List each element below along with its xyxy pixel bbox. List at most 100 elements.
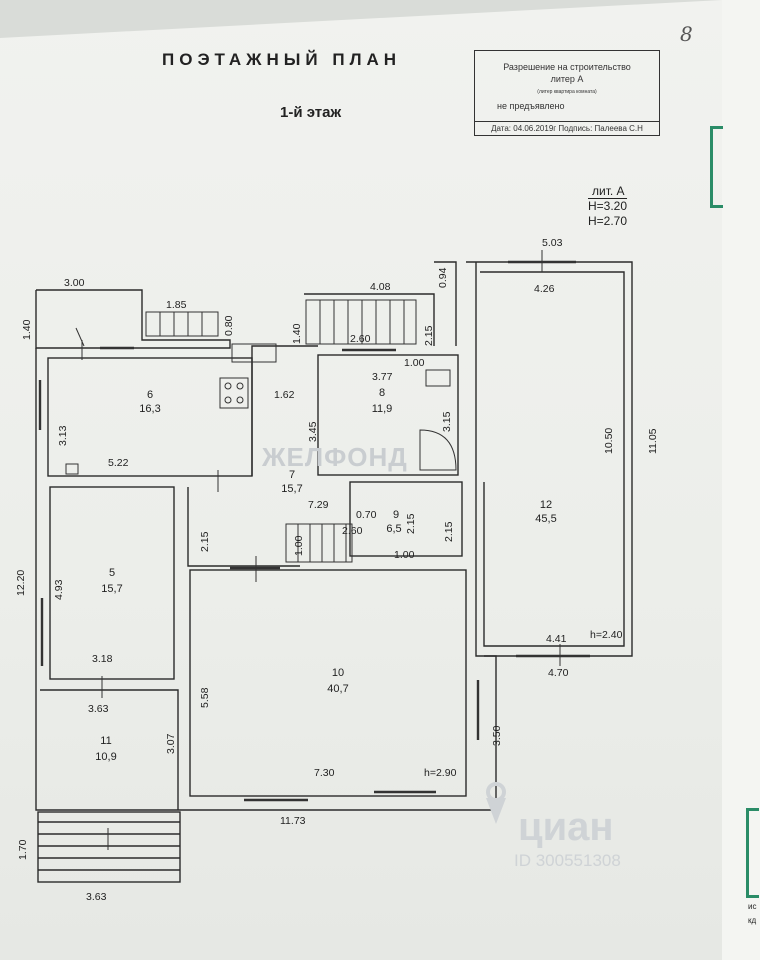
dim-4-08: 4.08 (370, 281, 391, 293)
dim-3-63b: 3.63 (86, 891, 107, 903)
dim-1-00c: 1.00 (394, 549, 415, 561)
room-6-outline (47, 357, 253, 477)
room-9-area: 6,5 (386, 523, 401, 535)
vestibule-outline (434, 261, 457, 346)
burner-icon (236, 396, 244, 404)
dim-2-15c: 2.15 (405, 513, 417, 534)
burner-icon (224, 382, 232, 390)
room-10-outline (189, 569, 467, 797)
shower-icon (419, 429, 457, 471)
dim-0-80: 0.80 (223, 315, 235, 336)
room-12-number: 12 (540, 499, 552, 511)
room-11-number: 11 (100, 735, 111, 747)
room-10-area: 40,7 (327, 683, 348, 695)
room-9-outline (349, 481, 463, 557)
stamp-line3: не предъявлено (497, 101, 565, 111)
watermarks: ЖЕЛФОНД циан ID 300551308 (261, 442, 621, 870)
dim-1-40b: 1.40 (291, 323, 303, 344)
stamp-small: (литер квартира комната) (537, 89, 597, 95)
dim-2-60a: 2.60 (350, 333, 371, 345)
height-block: лит. А Н=3.20 Н=2.70 (588, 184, 627, 229)
watermark-id: ID 300551308 (514, 851, 621, 870)
room-7-area: 15,7 (281, 483, 302, 495)
dim-5-22: 5.22 (108, 457, 129, 469)
dim-5-03: 5.03 (542, 237, 563, 249)
dim-4-93: 4.93 (53, 579, 65, 600)
stamp-line2: литер А (550, 74, 584, 84)
stairs (107, 299, 417, 850)
height-2: Н=2.70 (588, 214, 628, 228)
dimension-labels: 3.00 1.85 1.40 0.80 4.08 0.94 5.03 4.26 … (15, 237, 659, 903)
watermark-cian: циан (518, 805, 614, 849)
dim-3-50: 3.50 (491, 725, 503, 746)
windows (38, 260, 590, 802)
porch-stair (145, 311, 219, 337)
dim-10-50: 10.50 (603, 428, 615, 454)
bracket-bottom (746, 808, 759, 898)
outer-left-wall (35, 348, 180, 811)
outer-bottom-wall (180, 655, 497, 811)
dim-11-05: 11.05 (647, 428, 659, 454)
room-labels: 6 16,3 7 15,7 8 11,9 9 6,5 5 15,7 10 40,… (95, 387, 556, 763)
dim-2-15b: 2.15 (199, 531, 211, 552)
dim-0-94: 0.94 (437, 267, 449, 288)
room-6-area: 16,3 (139, 403, 160, 415)
dim-3-00: 3.00 (64, 277, 85, 289)
stamp-lines: Разрешение на строительство литер А (475, 61, 659, 85)
dim-4-70: 4.70 (548, 667, 569, 679)
room-5-area: 15,7 (101, 583, 122, 595)
boiler-icon (231, 343, 277, 363)
height-1: Н=3.20 (588, 199, 628, 213)
room-7-number: 7 (289, 469, 295, 481)
room-10-number: 10 (332, 667, 344, 679)
tick-marks (75, 250, 561, 698)
dim-0-70: 0.70 (356, 509, 377, 521)
room-8-area: 11,9 (372, 403, 393, 415)
dim-3-13: 3.13 (57, 425, 69, 446)
dim-1-62: 1.62 (274, 389, 295, 401)
dim-3-18: 3.18 (92, 653, 113, 665)
walls (35, 261, 633, 883)
room-8-outline (317, 354, 459, 476)
dim-1-00b: 1.00 (293, 535, 305, 556)
dim-2-60b: 2.60 (342, 525, 363, 537)
dim-3-15: 3.15 (441, 411, 453, 432)
room-5-number: 5 (109, 567, 115, 579)
side-text-1: ис (748, 902, 757, 911)
dim-5-58: 5.58 (199, 687, 211, 708)
room-12-outer (466, 261, 633, 657)
stamp-line1: Разрешение на строительство (503, 62, 631, 72)
room-12-area: 45,5 (535, 513, 556, 525)
fixtures (65, 343, 457, 475)
room-11-area: 10,9 (95, 751, 116, 763)
entry-steps (37, 811, 181, 883)
plan-title: ПОЭТАЖНЫЙ ПЛАН (162, 50, 402, 69)
dim-3-07: 3.07 (165, 733, 177, 754)
paper-page (0, 0, 722, 960)
porch-top (35, 289, 231, 349)
tick (75, 327, 85, 347)
dim-4-41: 4.41 (546, 633, 567, 645)
room-7-top (251, 345, 318, 476)
burner-icon (236, 382, 244, 390)
toilet-icon (425, 369, 451, 387)
burner-icon (224, 396, 232, 404)
stove-icon (219, 377, 249, 409)
dim-3-63a: 3.63 (88, 703, 109, 715)
dim-2-15a: 2.15 (423, 325, 435, 346)
room-12-inner (480, 271, 625, 647)
dim-h-2-90: h=2.90 (424, 767, 457, 779)
litera-label: лит. А (592, 184, 625, 198)
next-page-strip (722, 0, 760, 960)
watermark-zhelfond: ЖЕЛФОНД (261, 442, 408, 472)
stair-top-outline (304, 293, 435, 346)
floor-label: 1-й этаж (280, 104, 342, 121)
room-8-number: 8 (379, 387, 385, 399)
dim-4-26: 4.26 (534, 283, 555, 295)
dim-1-85: 1.85 (166, 299, 187, 311)
lower-stair (285, 523, 353, 563)
dim-3-77: 3.77 (372, 371, 393, 383)
room-9-number: 9 (393, 509, 399, 521)
